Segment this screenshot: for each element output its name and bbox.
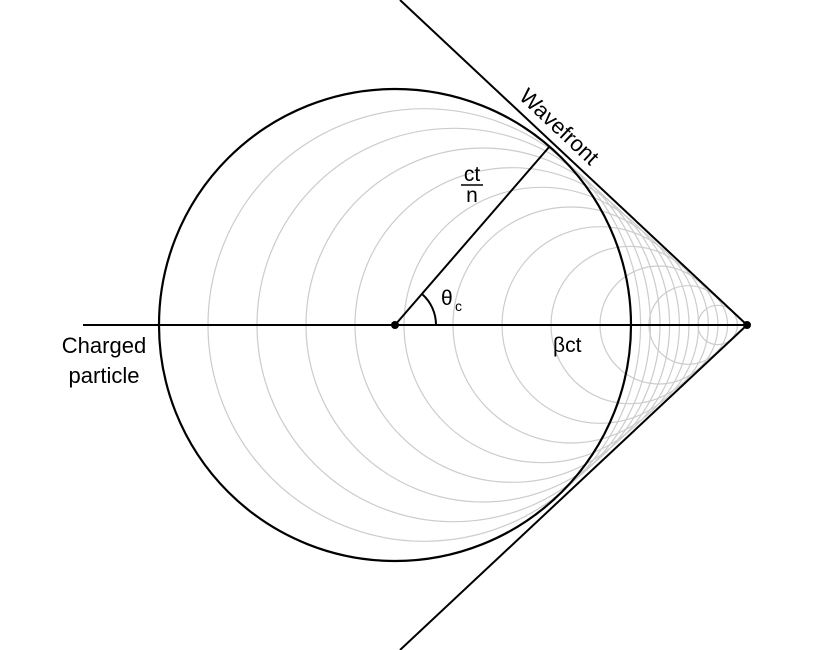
radius-line <box>394 145 551 326</box>
charged-label: Charged <box>62 333 146 358</box>
ct-numerator: ct <box>464 163 481 186</box>
angle-arc <box>421 293 438 326</box>
beta-ct-label: βct <box>553 334 582 357</box>
particle-point <box>743 321 751 329</box>
n-denominator: n <box>466 184 478 207</box>
theta-label: θ <box>441 287 453 310</box>
particle-label: particle <box>69 363 140 388</box>
emission-point <box>391 321 399 329</box>
wavefront-line-upper <box>399 0 748 326</box>
theta-subscript: c <box>455 298 462 314</box>
wavefront-line-lower <box>399 324 748 650</box>
